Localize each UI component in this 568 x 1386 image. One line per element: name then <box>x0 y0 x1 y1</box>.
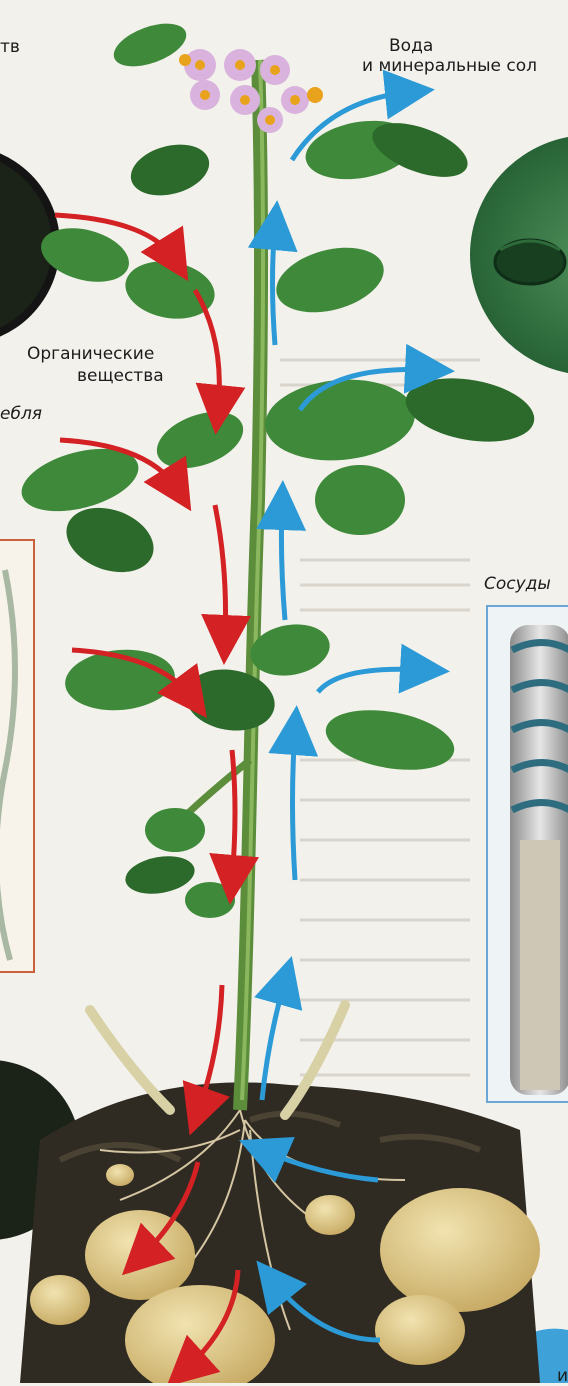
blue-arrow-4 <box>281 505 285 620</box>
water-minerals-label-line1: Вода <box>389 36 433 56</box>
organic-substances-label-line2: вещества <box>77 366 164 386</box>
blue-arrow-5 <box>318 669 425 692</box>
bottom-right-label-fragment: и <box>557 1366 568 1386</box>
vessels-label: Сосуды <box>484 574 551 594</box>
leaves <box>15 15 539 918</box>
water-minerals-label-line2: и минеральные сол <box>362 56 537 76</box>
organic-substances-label-line1: Органические <box>27 344 154 364</box>
blue-arrow-2 <box>273 225 276 345</box>
stoma-inset <box>470 135 568 375</box>
flowers <box>179 49 323 133</box>
vessels-inset <box>487 606 568 1102</box>
blue-arrow-7 <box>262 980 285 1100</box>
blue-arrow-6 <box>293 730 296 880</box>
stem-label-fragment: ебля <box>0 404 42 424</box>
top-left-label-fragment: тв <box>0 37 20 57</box>
red-arrow-6 <box>232 750 235 880</box>
red-arrow-4 <box>215 505 226 640</box>
